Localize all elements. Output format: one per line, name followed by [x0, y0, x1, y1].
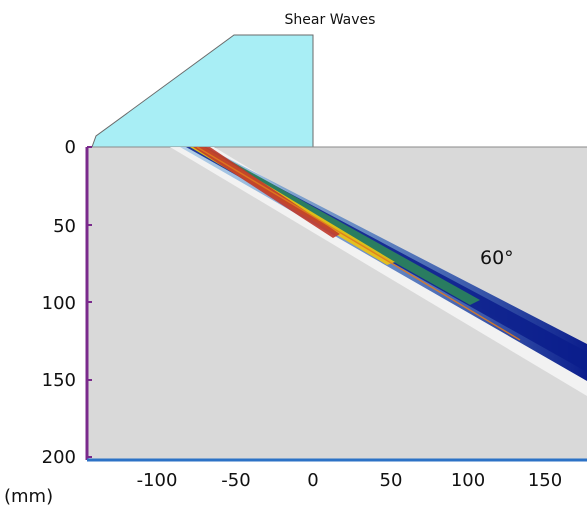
wedge-shape — [91, 34, 314, 148]
y-tick-label: 0 — [65, 137, 76, 158]
x-tick-label: -50 — [221, 470, 250, 491]
beam-outer-glow — [180, 147, 587, 381]
x-ticks: -100 -50 0 50 100 150 — [137, 470, 563, 491]
beam-core-line — [196, 146, 521, 341]
y-tick-label: 100 — [42, 293, 76, 314]
beam — [170, 146, 587, 396]
x-tick-label: 100 — [451, 470, 485, 491]
y-tick-label: 200 — [42, 447, 76, 468]
y-tick-label: 150 — [42, 370, 76, 391]
y-tick-label: 50 — [53, 216, 76, 237]
x-tick-label: 150 — [528, 470, 562, 491]
y-ticks: 0 50 100 150 200 — [42, 137, 92, 468]
diagram-title: Shear Waves — [285, 12, 376, 28]
x-tick-label: 0 — [307, 470, 318, 491]
beam-core-red — [193, 147, 340, 238]
x-tick-label: -100 — [137, 470, 178, 491]
unit-label: (mm) — [4, 486, 53, 507]
specimen-block — [87, 147, 587, 460]
x-tick-label: 50 — [380, 470, 403, 491]
beam-angle-label: 60° — [480, 247, 514, 269]
beam-white-halo — [170, 147, 587, 396]
